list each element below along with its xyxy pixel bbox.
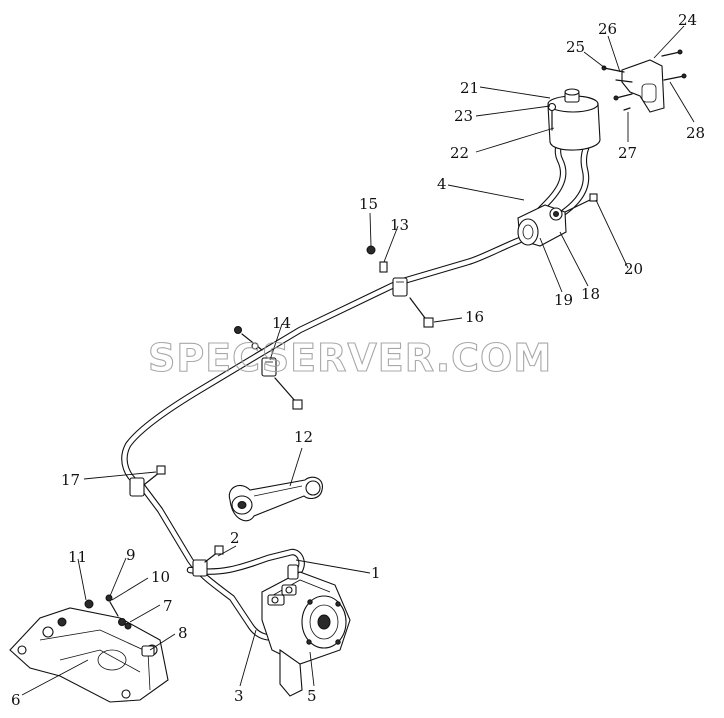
- bolt-16: [409, 297, 434, 328]
- bolt-14-bottom: [274, 377, 303, 410]
- callout-4: 4: [437, 175, 447, 193]
- steering-gear-box: [261, 564, 351, 697]
- callout-20: 20: [624, 260, 643, 278]
- callout-13: 13: [390, 216, 409, 234]
- callout-15: 15: [359, 195, 378, 213]
- leader-lines: [21, 25, 695, 696]
- pipe-clamp-14: [261, 357, 277, 377]
- callout-25: 25: [566, 38, 585, 56]
- callout-17: 17: [61, 471, 80, 489]
- callout-24: 24: [678, 11, 697, 29]
- callout-14: 14: [272, 314, 291, 332]
- callout-labels: 1 2 3 4 5 6 7 8 9 10 11 12 13 14 15 16 1…: [11, 11, 705, 709]
- callout-16: 16: [465, 308, 484, 326]
- callout-12: 12: [294, 428, 313, 446]
- bolt-17: [144, 465, 166, 485]
- callout-8: 8: [178, 624, 188, 642]
- callout-11: 11: [68, 548, 87, 566]
- pipe-clamp-17: [129, 477, 145, 497]
- bolt-15: [366, 245, 376, 255]
- bracket-bolts-7-11: [57, 594, 155, 657]
- bolt-13: [379, 261, 388, 273]
- gear-mounting-bracket: [9, 607, 169, 703]
- callout-3: 3: [234, 687, 244, 705]
- callout-27: 27: [618, 144, 637, 162]
- callout-23: 23: [454, 107, 473, 125]
- callout-6: 6: [11, 691, 21, 709]
- callout-10: 10: [151, 568, 170, 586]
- watermark-text: SPECSERVER.COM: [148, 336, 552, 380]
- callout-28: 28: [686, 124, 705, 142]
- callout-9: 9: [126, 546, 136, 564]
- callout-5: 5: [307, 687, 317, 705]
- callout-2: 2: [230, 529, 240, 547]
- callout-26: 26: [598, 20, 617, 38]
- pipe-clamp-13: [392, 277, 408, 297]
- callout-18: 18: [581, 285, 600, 303]
- steering-link-arm: [228, 476, 323, 522]
- main-hose-assembly: [121, 236, 524, 642]
- control-valve: [517, 193, 598, 247]
- bolt-14-top: [234, 326, 263, 351]
- bolt-2: [204, 545, 224, 563]
- callout-1: 1: [371, 564, 381, 582]
- reservoir-bracket: [601, 49, 687, 113]
- callout-21: 21: [460, 79, 479, 97]
- callout-7: 7: [163, 597, 173, 615]
- pipe-clamp-2: [192, 559, 208, 577]
- callout-22: 22: [450, 144, 469, 162]
- callout-19: 19: [554, 291, 573, 309]
- fluid-reservoir: [547, 88, 601, 151]
